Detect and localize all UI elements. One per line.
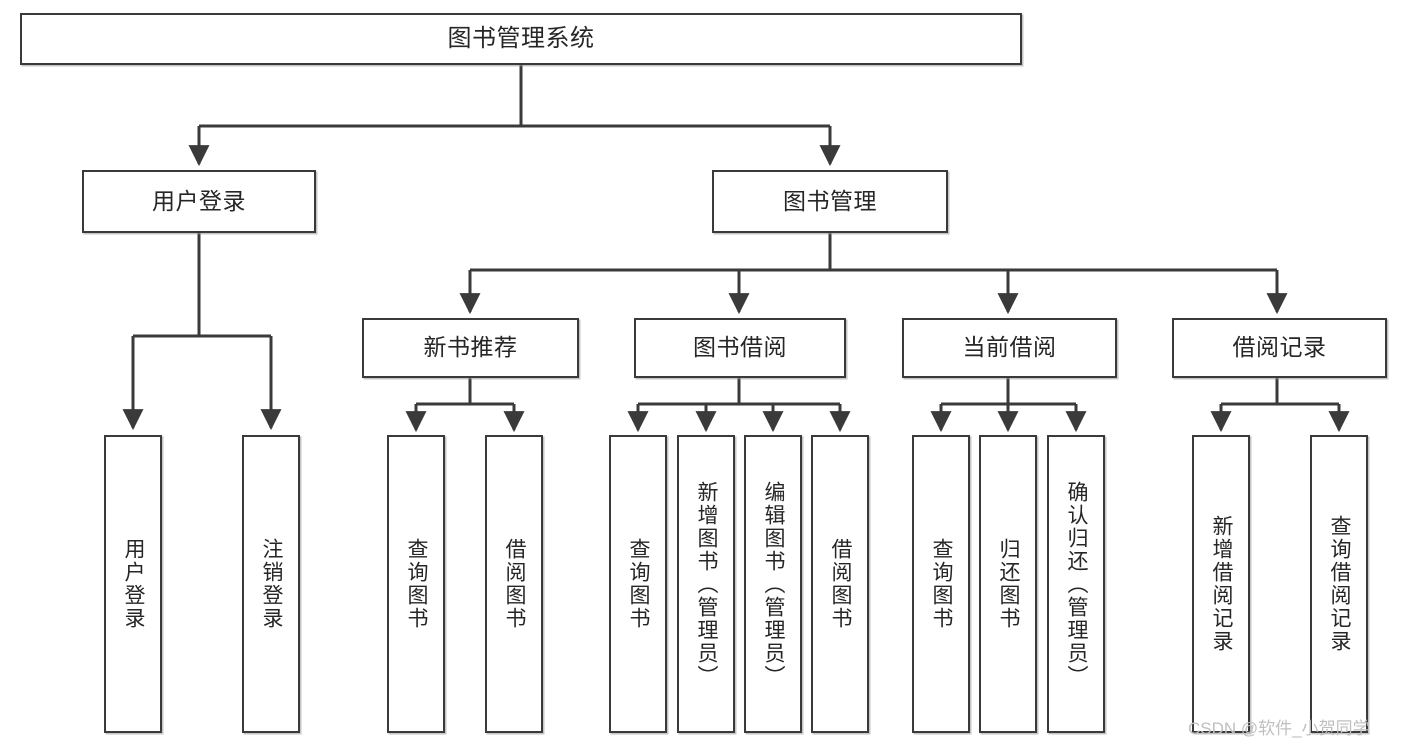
node-leaf-label: 归还图书 <box>997 538 1021 630</box>
node-leaf-confirm-return-admin[interactable]: 确认归还（管理员） <box>1047 435 1105 733</box>
node-user-login-label: 用户登录 <box>152 187 246 214</box>
node-leaf-query-book-b[interactable]: 查询图书 <box>609 435 667 733</box>
node-leaf-edit-book-admin[interactable]: 编辑图书（管理员） <box>744 435 802 733</box>
node-leaf-borrow-book-a[interactable]: 借阅图书 <box>485 435 543 733</box>
node-leaf-label: 注销登录 <box>260 538 284 630</box>
node-borrow-records[interactable]: 借阅记录 <box>1172 318 1387 378</box>
node-leaf-label: 借阅图书 <box>829 538 853 630</box>
node-book-borrow-label: 图书借阅 <box>693 334 787 361</box>
node-book-management-label: 图书管理 <box>783 187 877 214</box>
node-user-login[interactable]: 用户登录 <box>82 170 316 233</box>
node-current-borrow[interactable]: 当前借阅 <box>902 318 1117 378</box>
node-leaf-label: 查询图书 <box>405 538 429 630</box>
node-leaf-logout[interactable]: 注销登录 <box>242 435 300 733</box>
node-leaf-label: 查询图书 <box>627 538 651 630</box>
node-leaf-user-login[interactable]: 用户登录 <box>104 435 162 733</box>
node-borrow-records-label: 借阅记录 <box>1232 334 1327 361</box>
node-leaf-label: 用户登录 <box>122 538 146 630</box>
node-leaf-label: 借阅图书 <box>503 538 527 630</box>
node-leaf-label: 编辑图书（管理员） <box>762 480 786 688</box>
node-new-book-recommend-label: 新书推荐 <box>423 334 518 361</box>
node-leaf-query-borrow-record[interactable]: 查询借阅记录 <box>1310 435 1368 733</box>
node-new-book-recommend[interactable]: 新书推荐 <box>362 318 579 378</box>
node-book-borrow[interactable]: 图书借阅 <box>634 318 846 378</box>
watermark-text: CSDN @软件_小贺同学 <box>1188 719 1370 738</box>
node-leaf-label: 新增图书（管理员） <box>695 480 719 688</box>
node-root-system[interactable]: 图书管理系统 <box>20 13 1022 65</box>
node-leaf-label: 新增借阅记录 <box>1210 515 1234 653</box>
node-root-label: 图书管理系统 <box>447 24 595 52</box>
node-leaf-query-book-c[interactable]: 查询图书 <box>912 435 970 733</box>
node-leaf-label: 查询图书 <box>930 538 954 630</box>
node-leaf-query-book-a[interactable]: 查询图书 <box>387 435 445 733</box>
node-leaf-add-borrow-record[interactable]: 新增借阅记录 <box>1192 435 1250 733</box>
node-book-management[interactable]: 图书管理 <box>712 170 948 233</box>
node-current-borrow-label: 当前借阅 <box>962 334 1057 361</box>
node-leaf-borrow-book-b[interactable]: 借阅图书 <box>811 435 869 733</box>
node-leaf-label: 查询借阅记录 <box>1328 515 1352 653</box>
node-leaf-return-book[interactable]: 归还图书 <box>979 435 1037 733</box>
node-leaf-add-book-admin[interactable]: 新增图书（管理员） <box>677 435 735 733</box>
node-leaf-label: 确认归还（管理员） <box>1065 480 1089 688</box>
